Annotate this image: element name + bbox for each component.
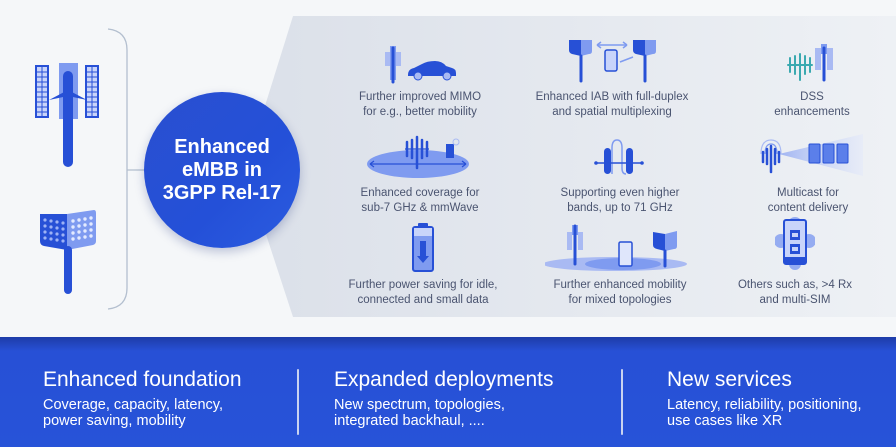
feature-higher-bands-line-2: bands, up to 71 GHz — [567, 202, 673, 214]
feature-higher-bands-line-1: Supporting even higher — [560, 187, 680, 199]
feature-others-line-1: Others such as, >4 Rx — [737, 279, 853, 291]
macro-tower-icon — [35, 63, 99, 167]
summary-line: Coverage, capacity, latency, — [43, 397, 223, 413]
feature-others: Others such as, >4 Rx and multi-SIM — [705, 210, 885, 308]
summary-title: Expanded deployments — [334, 368, 554, 391]
feature-multicast-line-1: Multicast for — [777, 187, 839, 199]
high-band-waveform-icon — [530, 118, 710, 180]
summary-line: use cases like XR — [667, 413, 783, 429]
summary-new-services: New services Latency, reliability, posit… — [667, 367, 862, 429]
feature-mimo-line-2: for e.g., better mobility — [363, 106, 477, 118]
hub-title-line-3: 3GPP Rel-17 — [162, 181, 282, 204]
small-cell-icon — [40, 210, 96, 294]
feature-multicast: Multicast for content delivery — [718, 118, 896, 216]
feature-coverage-line-1: Enhanced coverage for — [360, 187, 480, 199]
dss-antenna-icon — [722, 22, 896, 84]
feature-iab-line-1: Enhanced IAB with full-duplex — [535, 91, 689, 103]
summary-line: integrated backhaul, .... — [334, 413, 485, 429]
feature-dss: DSS enhancements — [722, 22, 896, 120]
hub-circle: Enhanced eMBB in 3GPP Rel-17 — [144, 92, 300, 248]
coverage-ellipse-icon — [330, 118, 510, 180]
hub-title-line-1: Enhanced — [174, 135, 270, 158]
feature-iab-line-2: and spatial multiplexing — [552, 106, 672, 118]
feature-mimo-line-1: Further improved MIMO — [358, 91, 482, 103]
summary-title: Enhanced foundation — [43, 368, 242, 391]
feature-higher-bands: Supporting even higher bands, up to 71 G… — [530, 118, 710, 216]
multi-sim-phone-icon — [705, 210, 885, 272]
feature-mixed-topologies-line-2: for mixed topologies — [568, 294, 672, 306]
feature-panel-background — [245, 16, 896, 317]
summary-title: New services — [667, 368, 792, 391]
feature-coverage: Enhanced coverage for sub-7 GHz & mmWave — [330, 118, 510, 216]
feature-power-saving: Further power saving for idle, connected… — [333, 210, 513, 308]
feature-panel-area — [35, 16, 896, 317]
mixed-topology-mobility-icon — [530, 210, 710, 272]
hub-title-line-2: eMBB in — [182, 158, 262, 181]
iab-relay-icon — [522, 22, 702, 84]
multicast-broadcast-icon — [718, 118, 896, 180]
feature-coverage-line-2: sub-7 GHz & mmWave — [361, 202, 479, 214]
bracket-line — [107, 28, 128, 310]
feature-multicast-line-2: content delivery — [767, 202, 849, 214]
mimo-car-icon — [330, 22, 510, 84]
feature-power-saving-line-2: connected and small data — [357, 294, 489, 306]
feature-mixed-topologies: Further enhanced mobility for mixed topo… — [530, 210, 710, 308]
summary-line: New spectrum, topologies, — [334, 397, 505, 413]
feature-others-line-2: and multi-SIM — [759, 294, 831, 306]
feature-power-saving-line-1: Further power saving for idle, — [348, 279, 498, 291]
summary-line: Latency, reliability, positioning, — [667, 397, 862, 413]
feature-dss-line-2: enhancements — [774, 106, 850, 118]
feature-mixed-topologies-line-1: Further enhanced mobility — [553, 279, 687, 291]
summary-enhanced-foundation: Enhanced foundation Coverage, capacity, … — [43, 367, 242, 429]
column-divider — [297, 369, 299, 435]
summary-band: Enhanced foundation Coverage, capacity, … — [0, 337, 896, 447]
summary-expanded-deployments: Expanded deployments New spectrum, topol… — [334, 367, 554, 429]
column-divider — [621, 369, 623, 435]
battery-power-saving-icon — [333, 210, 513, 272]
feature-iab: Enhanced IAB with full-duplex and spatia… — [522, 22, 702, 120]
feature-mimo: Further improved MIMO for e.g., better m… — [330, 22, 510, 120]
feature-dss-line-1: DSS — [800, 91, 824, 103]
summary-line: power saving, mobility — [43, 413, 186, 429]
